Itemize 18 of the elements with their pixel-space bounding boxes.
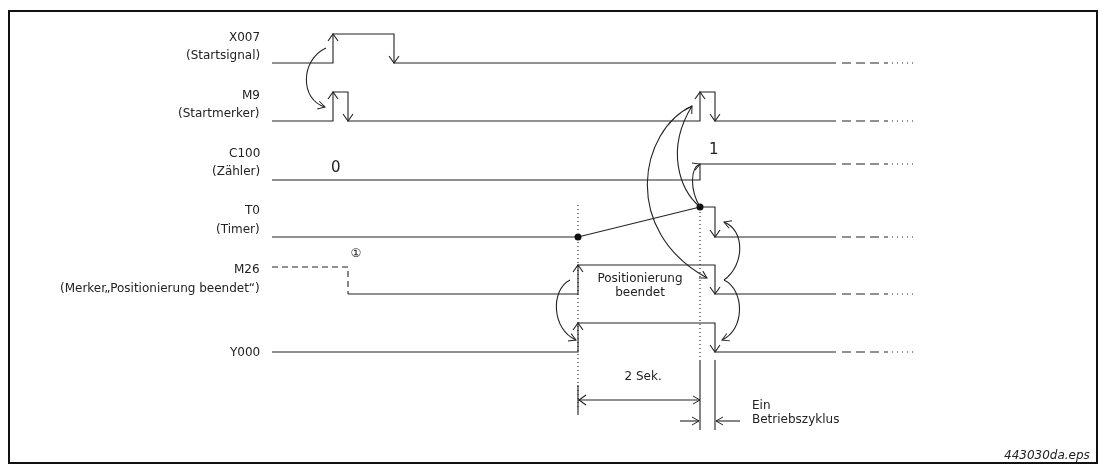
- counter-value: 0: [331, 160, 341, 174]
- callout-number: ①: [350, 246, 362, 260]
- signal-name: Y000: [230, 345, 261, 359]
- file-name: 443030da.eps: [1004, 448, 1090, 462]
- signal-description: (Zähler): [212, 164, 261, 178]
- signal-description: (Startmerker): [178, 106, 260, 120]
- counter-value: 1: [709, 142, 719, 156]
- signal-name: M26: [234, 262, 260, 276]
- dimension-label: 2 Sek.: [624, 369, 662, 383]
- dimension-label: Ein Betriebszyklus: [752, 398, 841, 426]
- signal-name: M9: [242, 88, 260, 102]
- signal-name: T0: [245, 203, 260, 217]
- signal-description: (Merker„Positionierung beendet“): [60, 281, 260, 295]
- signal-name: C100: [229, 146, 261, 160]
- state-label: Positionierung beendet: [596, 271, 684, 299]
- signal-description: (Startsignal): [186, 48, 261, 62]
- signal-description: (Timer): [216, 222, 260, 236]
- signal-name: X007: [229, 30, 261, 44]
